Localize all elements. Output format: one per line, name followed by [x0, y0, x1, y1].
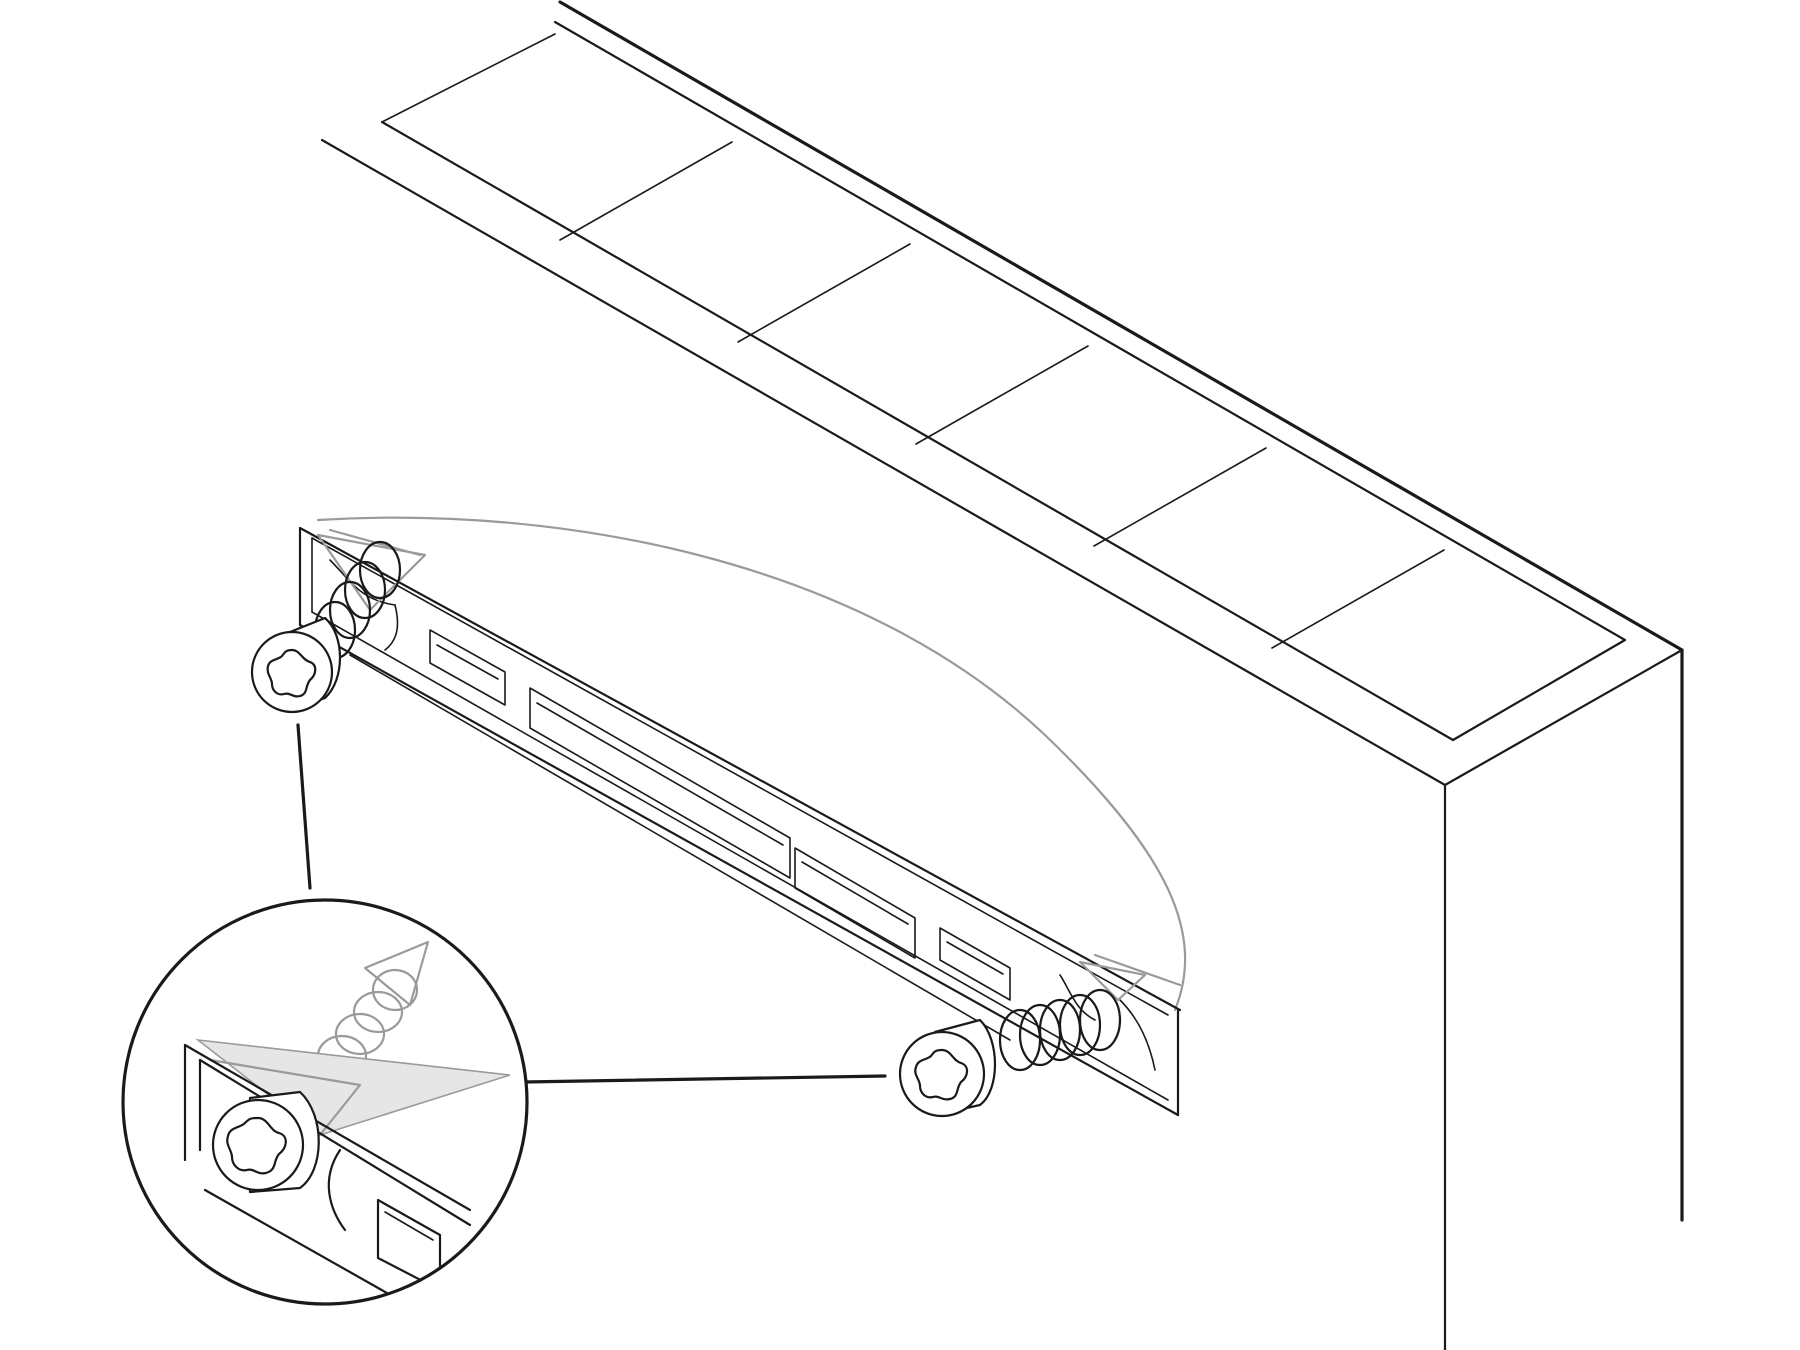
callout-leaders [296, 723, 887, 1084]
cabinet [320, 0, 1684, 1350]
torx-icon [266, 648, 317, 698]
cabinet-top-panels [381, 33, 1445, 649]
right-screw [898, 988, 1122, 1118]
wall-rail [298, 526, 1182, 1117]
tilt-arc [316, 516, 1187, 1012]
detail-magnifier [121, 898, 529, 1306]
rail-slots [429, 629, 1011, 1001]
left-screw [250, 540, 402, 714]
torx-icon [226, 1116, 287, 1175]
torx-icon [914, 1048, 969, 1101]
